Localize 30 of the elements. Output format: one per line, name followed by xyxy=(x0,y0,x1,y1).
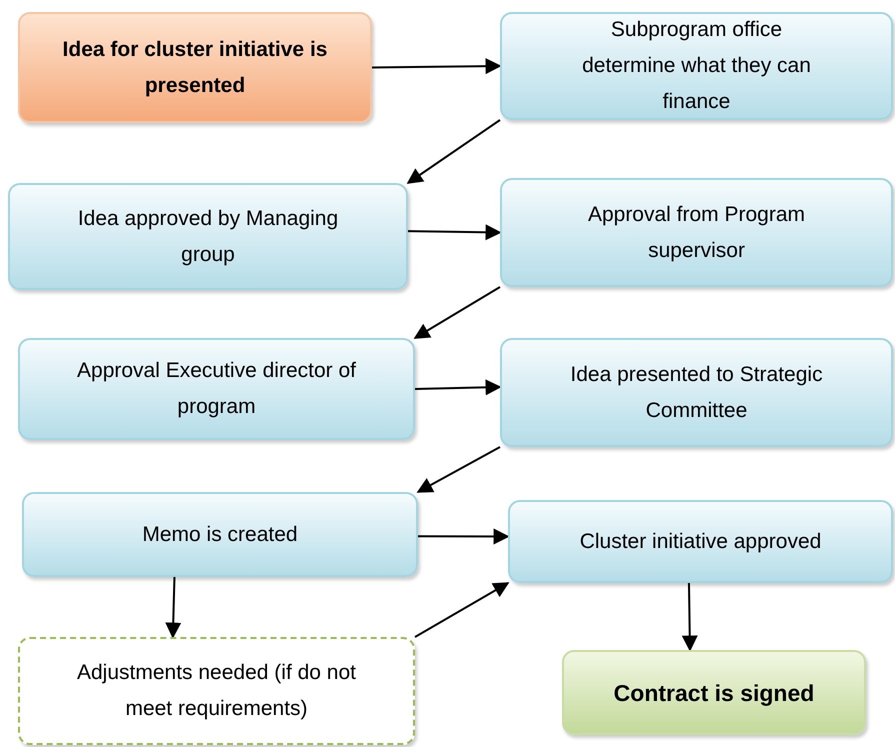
arrow xyxy=(416,446,500,493)
node-label: Adjustments needed (if do not meet requirements) xyxy=(76,660,357,722)
arrow xyxy=(414,582,510,638)
arrow xyxy=(682,582,698,652)
node-label: Subprogram office determine what they can finance xyxy=(581,17,812,115)
arrow xyxy=(372,58,502,74)
process-box xyxy=(500,178,893,287)
process-box xyxy=(8,183,408,290)
arrow xyxy=(418,528,510,544)
arrow xyxy=(165,576,182,639)
arrow xyxy=(406,119,501,184)
process-box xyxy=(508,500,893,583)
process-box xyxy=(22,492,418,577)
node-label: Cluster initiative approved xyxy=(580,528,822,554)
process-box xyxy=(500,12,893,120)
node-label: Memo is created xyxy=(142,522,298,548)
arrow xyxy=(414,286,501,339)
process-box xyxy=(18,338,415,440)
node-label: Contract is signed xyxy=(614,678,814,708)
node-label: Idea for cluster initiative is presented xyxy=(62,36,328,98)
process-box xyxy=(500,338,893,447)
node-label: Idea approved by Managing group xyxy=(76,206,340,268)
node-label: Approval Executive director of program xyxy=(76,358,357,420)
process-box xyxy=(562,650,866,735)
node-label: Approval from Program supervisor xyxy=(586,202,806,264)
node-label: Idea presented to Strategic Committee xyxy=(569,362,824,424)
arrow xyxy=(414,379,502,396)
arrow xyxy=(408,224,502,240)
process-box xyxy=(18,12,372,123)
process-box xyxy=(18,637,415,745)
